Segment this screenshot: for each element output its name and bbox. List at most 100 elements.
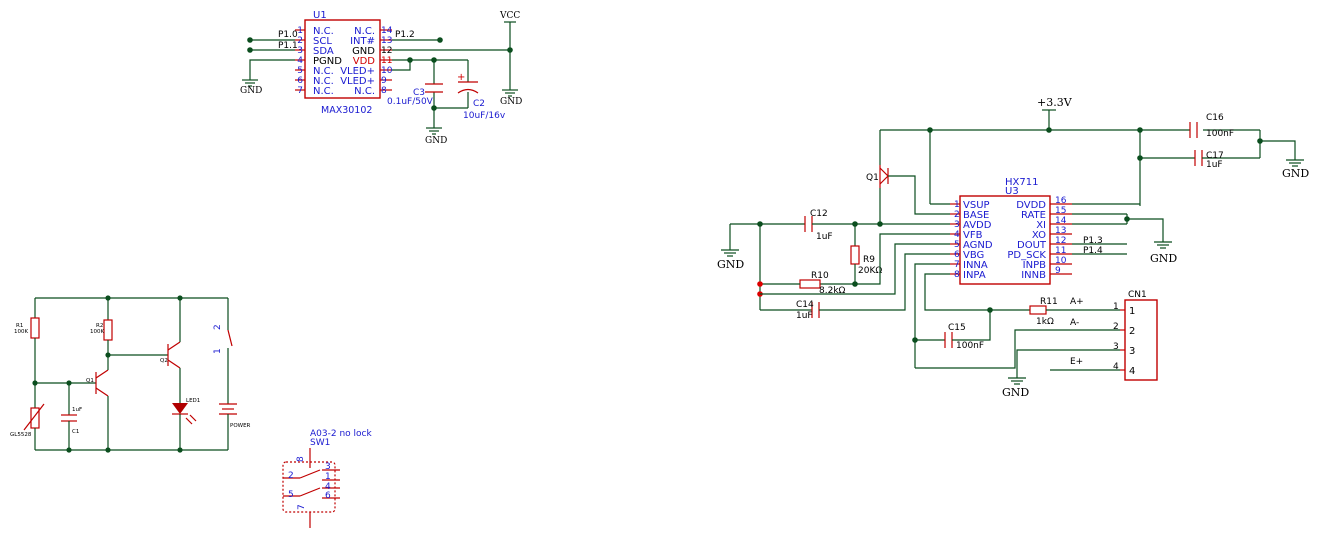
u3-ref: U3	[1005, 186, 1019, 197]
max-lpin-num: 5	[297, 66, 303, 76]
c12-value: 1uF	[816, 232, 833, 242]
max-lpin-name: SDA	[313, 46, 334, 57]
max-lpin-name: N.C.	[313, 76, 334, 87]
hx-rpin-name: RATE	[1021, 210, 1046, 221]
q2-ref: Q2	[160, 358, 168, 364]
c2-value: 10uF/16v	[463, 111, 506, 121]
c16-ref: C16	[1206, 113, 1224, 123]
hx-rpin-num: 14	[1055, 216, 1067, 226]
gnd-label: GND	[500, 97, 522, 107]
max-rpin-num: 9	[381, 76, 387, 86]
hx-rpin-name: DVDD	[1016, 200, 1046, 211]
supply-label: +3.3V	[1037, 96, 1073, 109]
max-rpin-num: 11	[381, 56, 392, 66]
gnd-label: GND	[1282, 167, 1309, 180]
net-a-minus: A-	[1070, 318, 1079, 328]
gnd-label: GND	[1150, 252, 1177, 265]
sw1-pin: 6	[325, 491, 331, 501]
c15-ref: C15	[948, 323, 966, 333]
max30102-part-label: MAX30102	[321, 105, 372, 116]
sw1-pin: 1	[325, 472, 331, 482]
hx-rpin-name: XI	[1036, 220, 1046, 231]
hx-q1-transistor: Q1	[866, 130, 950, 227]
hx-rpin-num: 10	[1055, 256, 1067, 266]
c12-ref: C12	[810, 209, 828, 219]
max-rpin-num: 13	[381, 36, 392, 46]
hx711-body	[959, 195, 1051, 285]
hx-lpin-num: 6	[954, 250, 960, 260]
hx-rpin-name: INNB	[1021, 270, 1046, 281]
max-lpin-num: 3	[297, 46, 303, 56]
max-rpin-name: VLED+	[340, 76, 375, 87]
max30102-body	[304, 19, 381, 99]
max-rpin-num: 14	[381, 26, 393, 36]
c17-ref: C17	[1206, 151, 1224, 161]
hx-rpin-name: PD_SCK	[1007, 250, 1046, 261]
max-lpin-num: 1	[297, 26, 303, 36]
max30102-block: U1 MAX30102 1 2 3 4 5 6 7 N.C. SCL SDA P…	[240, 10, 522, 146]
hx711-right-pins: DVDD RATE XI XO DOUT PD_SCK INPB INNB 16…	[1007, 196, 1072, 281]
cn1-pin-name: 4	[1129, 366, 1135, 377]
max-lpin-num: 6	[297, 76, 303, 86]
sw1-part: A03-2 no lock	[310, 429, 372, 439]
sw1-pin: 4	[325, 482, 331, 492]
hx711-left-pins: 1 2 3 4 5 6 7 8 VSUP BASE AVDD VFB AGND …	[950, 200, 993, 281]
c2-plus: +	[457, 72, 465, 83]
sw1-pin: 3	[325, 462, 331, 472]
hx-rpin-name: INPB	[1023, 260, 1046, 271]
hx-lpin-num: 8	[954, 270, 960, 280]
c15-value: 100nF	[956, 341, 984, 351]
cn1-connector: CN1 1 2 3 4 1 2 3 4	[1113, 290, 1158, 381]
gnd-label: GND	[1002, 386, 1029, 399]
max-lpin-name: PGND	[313, 56, 342, 67]
light-sensor-block: R1 100K GL5528 1uF C1 Q1 R2 100K	[10, 295, 251, 453]
max-lpin-num: 2	[297, 36, 303, 46]
ldr-ref: GL5528	[10, 432, 32, 438]
hx-lpin-name: BASE	[963, 210, 989, 221]
hx-lpin-num: 5	[954, 240, 960, 250]
max-rpin-name: GND	[352, 46, 375, 57]
hx711-part-label: HX711	[1005, 177, 1038, 188]
c3-value: 0.1uF/50V	[387, 97, 434, 107]
cn1-pin-num: 2	[1113, 322, 1119, 332]
u1-ref: U1	[313, 10, 327, 21]
hx-rpin-num: 13	[1055, 226, 1066, 236]
r2-value: 100K	[90, 329, 104, 335]
max-lpin-name: N.C.	[313, 66, 334, 77]
max-lpin-num: 4	[297, 56, 303, 66]
sw1-ref: SW1	[310, 438, 330, 448]
gnd-label: GND	[425, 136, 447, 146]
net-a-plus: A+	[1070, 297, 1084, 307]
max30102-right-pins: N.C. INT# GND VDD VLED+ VLED+ N.C. 14 13…	[340, 26, 393, 97]
hx-lpin-name: VSUP	[963, 200, 990, 211]
c3-capacitor: C3 0.1uF/50V	[387, 83, 443, 107]
sw1-pin: 5	[288, 490, 294, 500]
c16-value: 100nF	[1206, 129, 1234, 139]
max-lpin-name: N.C.	[313, 86, 334, 97]
r10-value: 8.2kΩ	[819, 286, 846, 296]
sw1-pin: 8	[296, 456, 306, 462]
hx-rpin-num: 9	[1055, 266, 1061, 276]
hx-lpin-name: VFB	[963, 230, 983, 241]
sw1-pin: 7	[297, 504, 307, 510]
hx-rpin-name: XO	[1032, 230, 1046, 241]
max-rpin-name: N.C.	[354, 86, 375, 97]
hx-rpin-num: 12	[1055, 236, 1066, 246]
vcc-label: VCC	[499, 11, 520, 21]
c14-ref: C14	[796, 300, 814, 310]
c2-ref: C2	[473, 99, 485, 109]
r9-ref: R9	[863, 255, 875, 265]
cn1-pin-name: 1	[1129, 306, 1135, 317]
max30102-left-pins: 1 2 3 4 5 6 7 N.C. SCL SDA PGND N.C. N.C…	[295, 26, 342, 97]
hx-rpin-name: DOUT	[1017, 240, 1047, 251]
r11-value: 1kΩ	[1036, 317, 1054, 327]
r2-ref: R2	[96, 323, 103, 329]
hx-lpin-num: 7	[954, 260, 960, 270]
max30102-wires: P1.0 P1.1 GND P1.2 VCC GND	[240, 11, 522, 146]
cn1-pin-name: 2	[1129, 326, 1135, 337]
hx-lpin-num: 4	[954, 230, 960, 240]
cn1-pin-num: 3	[1113, 342, 1119, 352]
net-label-p10: P1.0	[278, 30, 298, 40]
sw1-pin: 2	[288, 471, 294, 481]
